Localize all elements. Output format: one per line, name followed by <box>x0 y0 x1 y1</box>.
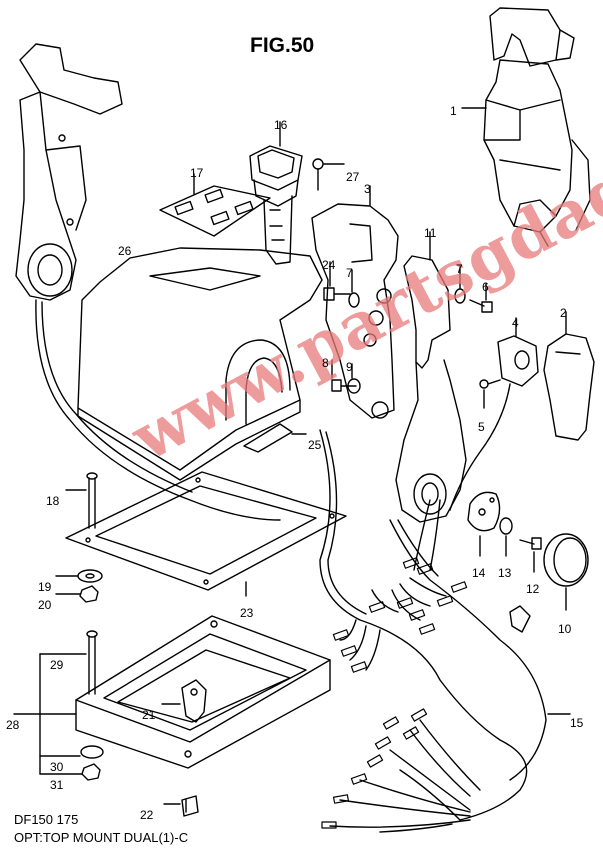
part-10-cap <box>543 533 589 587</box>
part-5-screw <box>479 379 501 389</box>
part-14-plate <box>467 491 501 532</box>
callout-27: 27 <box>346 170 360 184</box>
callout-5: 5 <box>478 420 485 434</box>
callout-24: 24 <box>322 258 336 272</box>
part-22-clip <box>181 795 199 817</box>
part-2-grip-cover <box>543 333 595 441</box>
part-9-washer <box>347 378 361 394</box>
callout-18: 18 <box>46 494 60 508</box>
part-7-washer-left <box>348 292 360 308</box>
callout-4: 4 <box>512 316 519 330</box>
part-8-bolt <box>331 379 357 392</box>
option-label: OPT:TOP MOUNT DUAL(1)-C <box>14 830 189 845</box>
part-30-washer <box>80 745 104 759</box>
callout-23: 23 <box>240 606 254 620</box>
part-12-bolt <box>519 537 542 550</box>
callout-10: 10 <box>558 622 572 636</box>
part-19-washer <box>77 569 103 583</box>
part-13-washer <box>499 517 513 535</box>
callout-16: 16 <box>274 118 288 132</box>
callout-15: 15 <box>570 716 584 730</box>
part-11-shift-lever <box>395 255 467 523</box>
part-4-neutral-switch <box>449 335 539 511</box>
part-6-bolt <box>469 299 493 313</box>
callout-1: 1 <box>450 104 457 118</box>
callout-11: 11 <box>424 226 437 240</box>
callout-22: 22 <box>140 808 154 822</box>
part-28-base <box>75 615 331 769</box>
callout-17: 17 <box>190 166 204 180</box>
figure-title: FIG.50 <box>250 34 315 57</box>
callout-29: 29 <box>50 658 64 672</box>
model-label: DF150 175 <box>14 812 79 827</box>
part-1-control-unit <box>483 7 591 247</box>
part-23-gasket <box>65 471 347 591</box>
harness-connectors <box>321 557 468 829</box>
bracket-28 <box>13 653 87 775</box>
callout-12: 12 <box>526 582 540 596</box>
part-27-screw <box>312 158 324 191</box>
callout-20: 20 <box>38 598 52 612</box>
part-7-washer-right <box>454 288 466 304</box>
part-15-wire-harness <box>319 429 547 833</box>
part-20-nut <box>79 585 99 603</box>
callout-6: 6 <box>482 280 489 294</box>
callout-28: 28 <box>6 718 20 732</box>
part-31-nut <box>81 763 101 781</box>
callout-25: 25 <box>308 438 322 452</box>
callout-2: 2 <box>560 306 567 320</box>
callout-14: 14 <box>472 566 486 580</box>
part-26-housing-cover <box>77 247 323 481</box>
part-3-shift-bracket <box>311 203 399 419</box>
part-18-bolt <box>86 472 98 529</box>
part-25-clip <box>243 423 293 453</box>
part-21-block <box>181 679 207 723</box>
callout-9: 9 <box>346 360 353 374</box>
part-29-bolt <box>86 630 98 695</box>
callout-19: 19 <box>38 580 52 594</box>
left-throttle-lever <box>15 43 281 521</box>
callout-26: 26 <box>118 244 132 258</box>
callout-7: 7 <box>456 262 463 276</box>
callout-13: 13 <box>498 566 512 580</box>
callout-21: 21 <box>142 708 156 722</box>
part-17-bracket <box>159 185 271 237</box>
callout-30: 30 <box>50 760 64 774</box>
callout-3: 3 <box>364 182 371 196</box>
callout-8: 8 <box>322 356 329 370</box>
part-16-switch <box>249 145 303 265</box>
part-24-bolt <box>323 287 351 301</box>
callout-7: 7 <box>346 266 353 280</box>
callout-31: 31 <box>50 778 64 792</box>
